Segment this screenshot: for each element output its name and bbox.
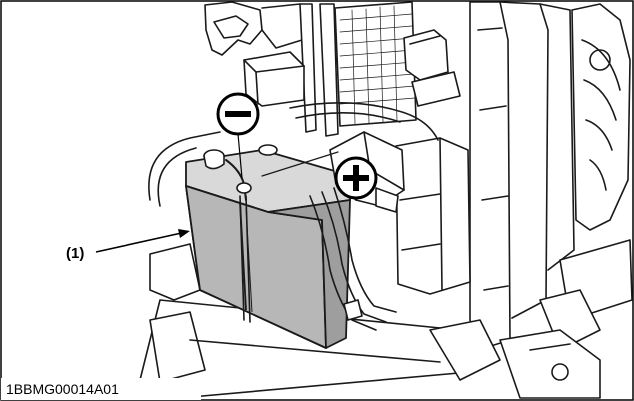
callout-leader	[95, 229, 190, 253]
figure-code: 1BBMG00014A01	[6, 381, 119, 397]
callout-label: (1)	[66, 245, 84, 262]
negative-terminal-callout	[216, 92, 260, 179]
machine-background	[139, 1, 633, 399]
positive-terminal-callout	[334, 156, 378, 200]
battery	[185, 149, 353, 349]
